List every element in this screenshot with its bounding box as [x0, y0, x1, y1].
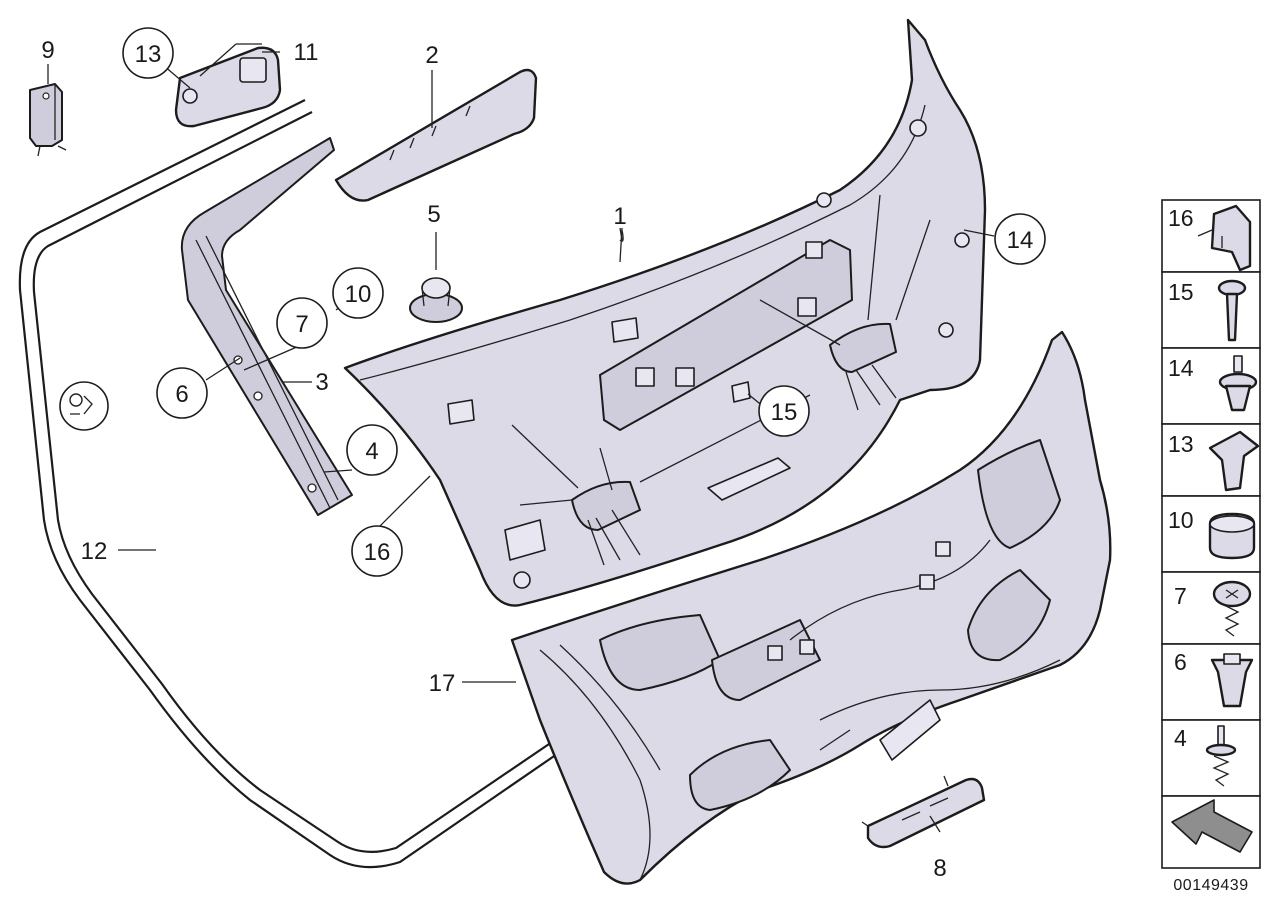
callout-3: 3 [315, 369, 328, 396]
legend-number-10: 10 [1168, 507, 1194, 533]
callout-8: 8 [933, 855, 946, 882]
clip-part-9 [29, 83, 67, 157]
pan-head-screw-icon [1212, 580, 1252, 637]
callout-1: 1 [613, 203, 626, 230]
hardware-legend: 16 15 14 13 10 [1161, 199, 1261, 894]
rivet-part-15-location [731, 381, 751, 403]
callout-15: 15 [771, 399, 798, 426]
legend-number-13: 13 [1168, 431, 1194, 457]
callout-2: 2 [425, 42, 438, 69]
stud-bolt-icon [1205, 725, 1237, 787]
expanding-rivet-icon [1217, 279, 1247, 342]
callout-10: 10 [345, 281, 372, 308]
cap-plug-icon [1208, 512, 1256, 560]
callout-11: 11 [294, 39, 319, 66]
callout-9: 9 [41, 37, 54, 64]
tailgate-trim-panel-part-1 [343, 18, 987, 607]
callout-circle-4 [346, 424, 398, 476]
side-trim-strip-part-3 [180, 137, 353, 516]
upper-trim-part-2 [334, 68, 538, 202]
clip-bracket-icon [1197, 204, 1252, 272]
callout-17: 17 [429, 670, 456, 697]
callout-circle-16 [351, 525, 403, 577]
callout-12: 12 [81, 538, 108, 565]
spring-nut-icon [1208, 430, 1260, 492]
callout-6: 6 [175, 381, 188, 408]
callout-circle-7 [276, 297, 328, 349]
legend-number-15: 15 [1168, 279, 1194, 305]
legend-number-6: 6 [1174, 649, 1187, 675]
legend-number-4: 4 [1174, 725, 1187, 751]
grip-handle-part-11 [174, 46, 282, 128]
callout-14: 14 [1007, 227, 1034, 254]
callout-circle-10 [332, 267, 384, 319]
callout-5: 5 [427, 201, 440, 228]
callouts: 1 2 3 4 5 6 7 8 9 10 11 12 13 14 15 16 1… [41, 27, 1046, 882]
bracket-part-8 [861, 775, 986, 849]
legend-number-14: 14 [1168, 355, 1194, 381]
callout-13: 13 [135, 41, 162, 68]
legend-number-16: 16 [1168, 205, 1194, 231]
callout-16: 16 [364, 539, 391, 566]
callout-4: 4 [365, 438, 378, 465]
callout-circle-6 [156, 367, 208, 419]
legend-number-7: 7 [1174, 583, 1187, 609]
seal-tape-symbol [59, 381, 109, 431]
callout-circle-13 [122, 27, 174, 79]
tailgate-seal-part-12 [18, 99, 561, 869]
insulation-mat-part-17 [510, 330, 1112, 885]
callout-7: 7 [295, 311, 308, 338]
direction-arrow-icon [1171, 799, 1253, 853]
callout-circle-15 [758, 385, 810, 437]
callout-circle-14 [994, 213, 1046, 265]
document-number: 00149439 [1173, 877, 1248, 894]
push-rivet-icon [1218, 355, 1258, 412]
expansion-nut-icon [1210, 653, 1254, 708]
grommet-part-5 [409, 277, 463, 323]
